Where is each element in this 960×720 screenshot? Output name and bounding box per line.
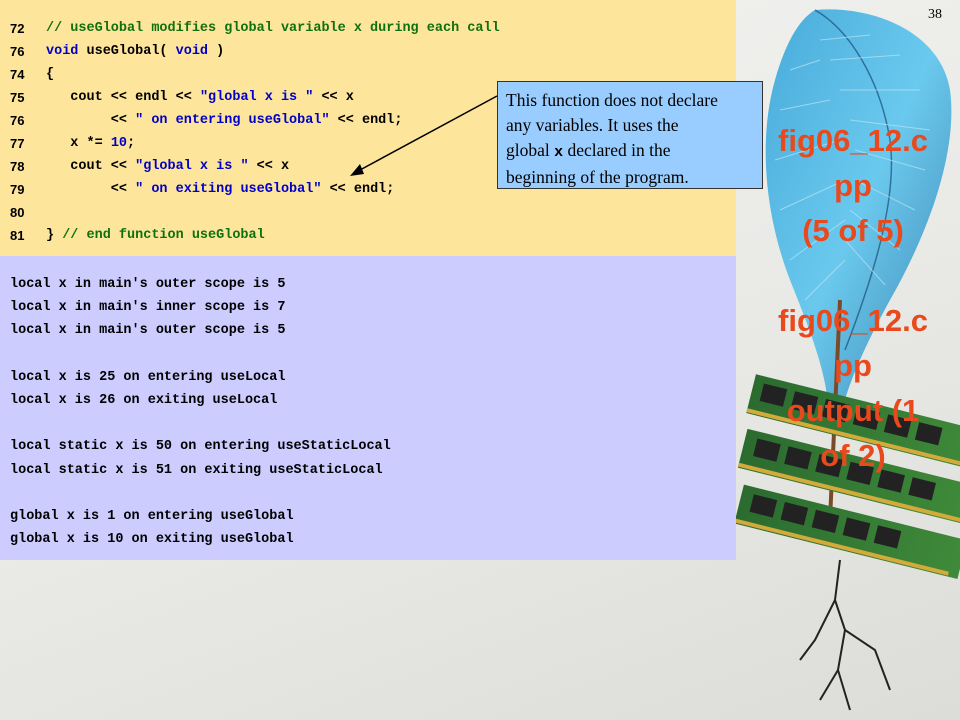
line-number: 75 (10, 90, 25, 105)
code-line: 79 << " on exiting useGlobal" << endl; (0, 178, 736, 201)
callout-line-3-code: x (554, 144, 564, 161)
code-line: 76 void useGlobal( void ) (0, 40, 736, 63)
output-line: local x in main's inner scope is 7 (10, 300, 286, 316)
title-block2-line2: pp (834, 348, 872, 383)
code-token: << (46, 113, 136, 128)
callout-line-2: any variables. It uses the (506, 115, 679, 135)
line-number: 74 (10, 67, 25, 82)
code-text: void useGlobal( void ) (46, 40, 224, 63)
feather-illustration (724, 9, 960, 711)
slide-number: 38 (928, 7, 942, 22)
output-line: global x is 1 on entering useGlobal (10, 509, 294, 524)
line-number: 81 (10, 228, 25, 243)
output-line: local x in main's outer scope is 5 (10, 277, 286, 292)
code-token: << (46, 182, 136, 197)
annotation-callout: This function does not declare any varia… (497, 81, 763, 189)
code-token: // useGlobal modifies global variable x … (46, 21, 500, 36)
line-number: 76 (10, 113, 25, 128)
callout-line-4: beginning of the program. (506, 167, 689, 187)
title-block1-line2: pp (834, 168, 872, 203)
title-block1-line1: fig06_12.c (778, 123, 928, 158)
callout-line-3-after: declared in the (563, 140, 671, 160)
title-block2-line4: of 2) (820, 438, 886, 473)
title-block1-line3: (5 of 5) (802, 213, 904, 248)
code-text: cout << "global x is " << x (46, 155, 289, 178)
code-token: } (46, 228, 63, 243)
line-number: 78 (10, 159, 25, 174)
title-block2-line1: fig06_12.c (778, 303, 928, 338)
figure-title: fig06_12.c pp (5 of 5) fig06_12.c pp out… (748, 118, 958, 478)
output-line: local static x is 51 on exiting useStati… (10, 462, 383, 478)
code-text: x *= 10; (46, 132, 135, 155)
code-line: 75 cout << endl << "global x is " << x (0, 86, 736, 109)
code-token: void (46, 44, 79, 59)
code-token: ; (127, 136, 136, 151)
line-number: 79 (10, 182, 25, 197)
output-line: local x in main's outer scope is 5 (10, 323, 286, 339)
code-line: 81} // end function useGlobal (0, 224, 736, 247)
code-line: 78 cout << "global x is " << x (0, 155, 736, 178)
program-output: local x in main's outer scope is 5 local … (0, 256, 736, 560)
code-text: // useGlobal modifies global variable x … (46, 17, 500, 40)
code-token: cout << endl << (46, 90, 200, 105)
callout-line-3-before: global (506, 140, 555, 160)
line-number: 72 (10, 21, 25, 36)
code-token: "global x is " (135, 159, 249, 174)
code-token: x *= (46, 136, 111, 151)
code-token: useGlobal( (78, 44, 176, 59)
code-line: 80 (0, 201, 736, 224)
output-line: local x is 25 on entering useLocal (10, 369, 286, 385)
code-token: 10 (110, 136, 128, 151)
code-text: } // end function useGlobal (46, 224, 265, 247)
code-token: void (175, 44, 209, 59)
title-block2-line3: output (1 (786, 393, 920, 428)
code-text: cout << endl << "global x is " << x (46, 86, 354, 109)
code-text: << " on entering useGlobal" << endl; (46, 109, 403, 132)
line-number: 80 (10, 205, 25, 220)
line-number: 77 (10, 136, 25, 151)
code-token: // end function useGlobal (62, 228, 265, 243)
code-token: << x (248, 159, 290, 174)
code-token: << endl; (329, 113, 403, 128)
line-number: 76 (10, 44, 25, 59)
code-token: cout << (46, 159, 136, 174)
callout-line-1: This function does not declare (506, 90, 718, 110)
code-text: << " on exiting useGlobal" << endl; (46, 178, 395, 201)
code-text: { (46, 63, 54, 86)
code-token: ) (208, 44, 225, 59)
output-line: global x is 10 on exiting useGlobal (10, 532, 294, 548)
code-line: 77 x *= 10; (0, 132, 736, 155)
code-token: << x (313, 90, 354, 105)
output-line: local static x is 50 on entering useStat… (10, 439, 391, 455)
code-token: " on entering useGlobal" (135, 113, 330, 128)
code-token: << endl; (321, 182, 395, 197)
code-line: 72 // useGlobal modifies global variable … (0, 17, 736, 40)
code-line: 74 { (0, 63, 736, 86)
code-token: " on exiting useGlobal" (135, 182, 322, 197)
output-line: local x is 26 on exiting useLocal (10, 393, 278, 408)
code-token: "global x is " (199, 90, 314, 105)
code-token: { (46, 67, 55, 82)
